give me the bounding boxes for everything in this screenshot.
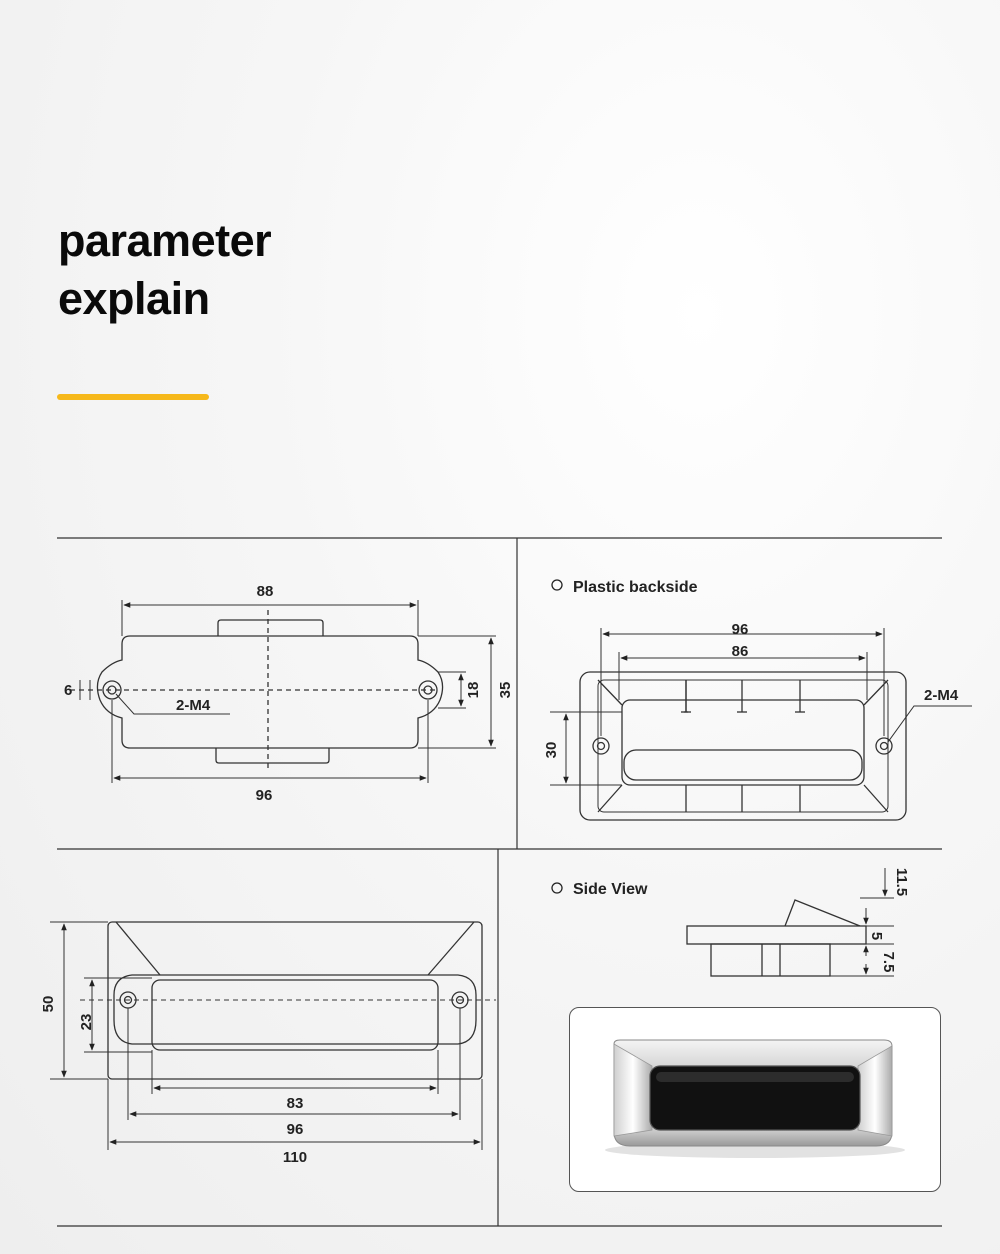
front-top-width: 88 [257, 583, 274, 600]
panel-dividers [57, 537, 942, 1227]
accent-bar [57, 394, 209, 400]
bottom-outer-height: 50 [40, 996, 57, 1013]
page-title: parameter explain [58, 212, 272, 328]
front-hole-label: 2-M4 [176, 697, 211, 714]
backside-hole-label: 2-M4 [924, 687, 959, 704]
bottom-width-a: 83 [287, 1095, 304, 1112]
bottom-inner-height: 23 [78, 1014, 95, 1031]
bottom-width-b: 96 [287, 1121, 304, 1138]
backside-view [550, 628, 972, 821]
backside-outer-width: 96 [732, 621, 749, 638]
front-bottom-width: 96 [256, 787, 273, 804]
bottom-width-c: 110 [283, 1149, 307, 1166]
backside-caption-bullet [551, 579, 563, 591]
side-view [686, 868, 894, 977]
backside-inner-width: 86 [732, 643, 749, 660]
bottom-view [50, 921, 496, 1150]
front-view [70, 600, 496, 783]
front-inner-height: 18 [465, 682, 482, 699]
backside-caption: Plastic backside [573, 579, 698, 596]
side-dim-low: 7.5 [880, 952, 897, 973]
title-line-2: explain [58, 273, 210, 324]
side-caption-bullet [551, 882, 563, 894]
side-dim-mid: 5 [868, 932, 885, 940]
front-edge-offset: 6 [64, 682, 72, 699]
side-caption: Side View [573, 881, 648, 898]
backside-height: 30 [543, 742, 560, 759]
front-outer-height: 35 [497, 682, 514, 699]
handle-photo-icon [605, 1039, 905, 1158]
title-line-1: parameter [58, 215, 272, 266]
side-dim-top: 11.5 [893, 868, 910, 896]
